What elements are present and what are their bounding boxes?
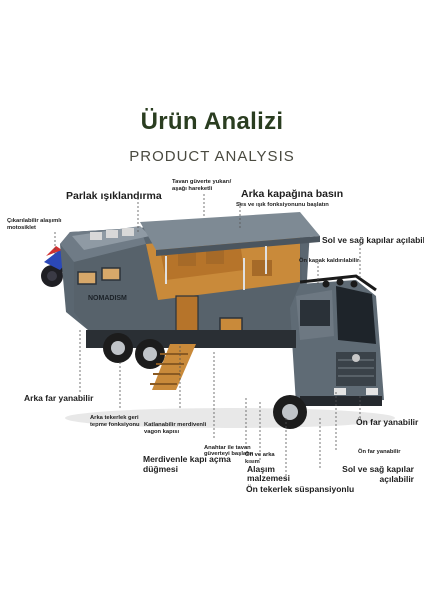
feature-roof-switch-line1: Anahtar ile tavan — [204, 445, 251, 451]
feature-lr-doors-line1: Sol ve sağ kapılar — [342, 464, 414, 474]
feature-side-doors: Sol ve sağ kapılar açılabilir — [322, 235, 424, 245]
folding-stairs — [150, 344, 196, 390]
feature-alloy-line1: Alaşım — [247, 464, 275, 474]
page-title: Ürün Analizi — [140, 108, 284, 135]
roof-deck — [140, 212, 320, 290]
feature-alloy-line2: malzemesi — [247, 473, 290, 483]
feature-ladder-door-line2: düğmesi — [143, 464, 178, 474]
feature-front-light-small: Ön far yanabilir — [358, 449, 401, 455]
feature-lights: Parlak ışıklandırma — [66, 190, 162, 202]
feature-moto-line2: motosiklet — [7, 225, 36, 231]
feature-front-suspension: Ön tekerlek süspansiyonlu — [246, 484, 355, 494]
feature-pullback-line2: tepme fonksiyonu — [90, 422, 140, 428]
feature-stairs-line1: Katlanabilir merdivenli — [144, 422, 207, 428]
feature-rear-light: Arka far yanabilir — [24, 393, 94, 403]
feature-stairs-line2: vagon kapısı — [144, 429, 180, 435]
feature-ladder-door-line1: Merdivenle kapı açma — [143, 454, 231, 464]
feature-deck-line1: Tavan güverte yukarı/ — [172, 179, 232, 185]
feature-lr-sound-line1: Ön ve arka — [245, 452, 275, 458]
truck-cab — [290, 274, 384, 406]
feature-rear-hatch-sub: Ses ve ışık fonksiyonunu başlatın — [236, 202, 329, 208]
feature-moto-line1: Çıkarılabilir alaşımlı — [7, 218, 62, 224]
feature-pullback-line1: Arka tekerlek geri — [90, 415, 139, 421]
camper-box: NOMADISM — [60, 218, 310, 345]
feature-front-cover: Ön kapak kaldırılabilir — [299, 258, 360, 264]
callout-lines — [54, 194, 361, 482]
feature-deck-line2: aşağı hareketli — [172, 186, 213, 192]
feature-front-light: Ön far yanabilir — [356, 417, 419, 427]
truck-side-text: NOMADISM — [88, 295, 127, 302]
wheels — [86, 330, 307, 429]
page-subtitle: PRODUCT ANALYSIS — [129, 148, 295, 165]
feature-rear-hatch: Arka kapağına basın — [241, 188, 344, 200]
feature-roof-switch-line2: güverteyi başlatın — [204, 451, 254, 457]
feature-lr-sound-line2: kısım — [245, 459, 260, 465]
feature-lr-doors-line2: açılabilir — [379, 474, 415, 484]
